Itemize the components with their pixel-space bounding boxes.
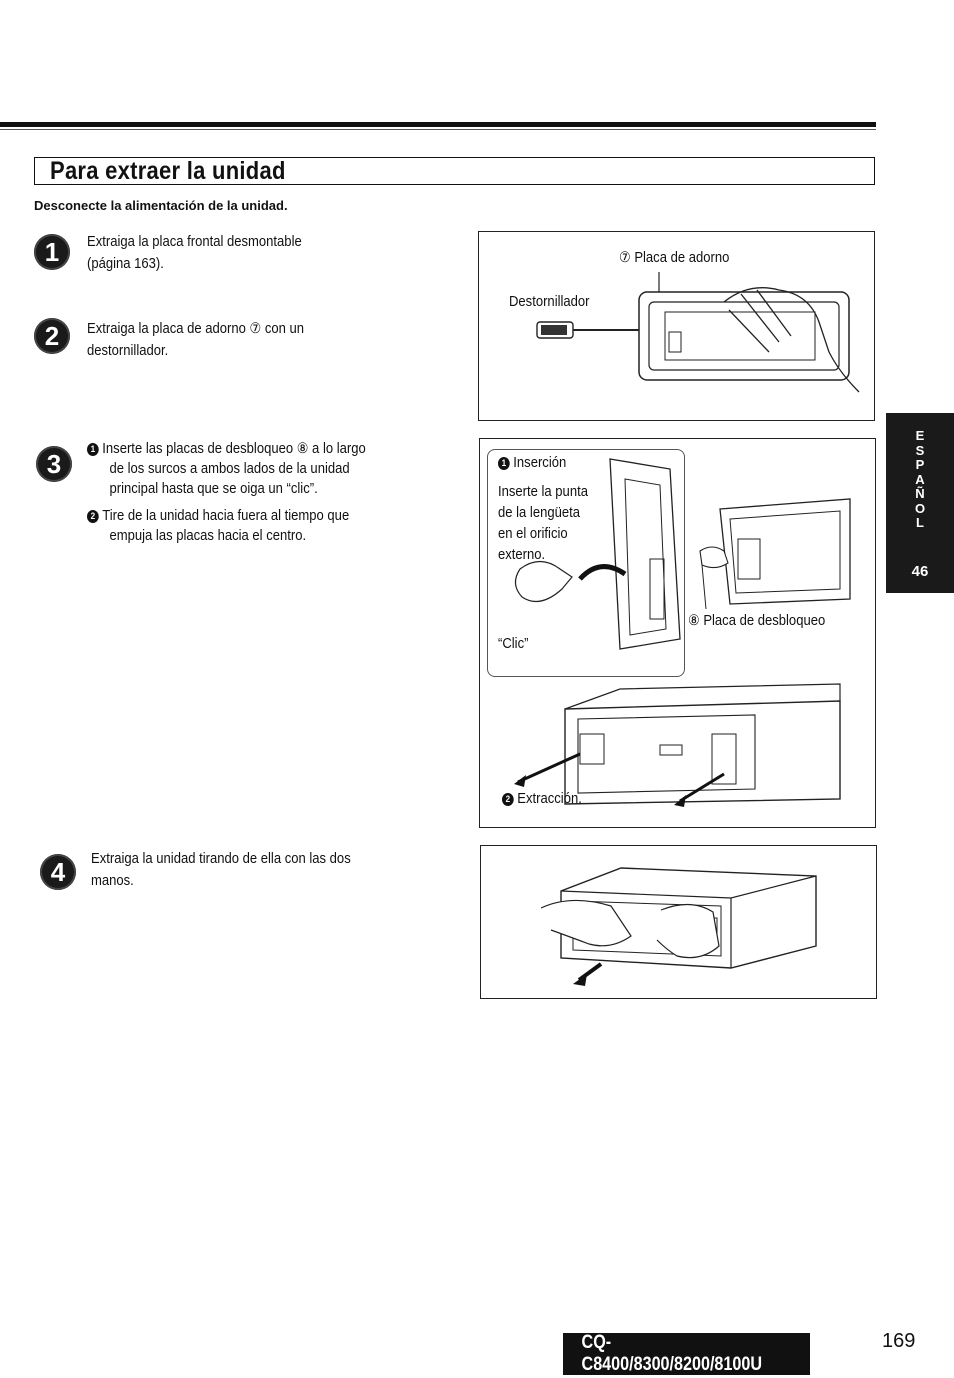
step-1-icon: 1 bbox=[34, 234, 70, 270]
insertion-line-1: Inserte la punta bbox=[498, 484, 588, 500]
step-1-line-1: Extraiga la placa frontal desmontable bbox=[87, 234, 302, 250]
header-rule-thin bbox=[0, 129, 876, 130]
figure-pull-unit-drawing bbox=[540, 867, 817, 986]
title-frame bbox=[34, 157, 875, 185]
step-4-line-2: manos. bbox=[91, 873, 134, 889]
step-2-text: Extraiga la placa de adorno ⑦ con un des… bbox=[87, 318, 304, 362]
extraction-mark: 2 bbox=[502, 793, 514, 806]
sub-a-line-1: Inserte las placas de desbloqueo ⑧ a lo … bbox=[102, 441, 366, 457]
page-number: 169 bbox=[882, 1330, 916, 1352]
click-label: “Clic” bbox=[498, 636, 529, 652]
step-4-text: Extraiga la unidad tirando de ella con l… bbox=[91, 848, 351, 892]
figure-pull-unit bbox=[480, 845, 877, 999]
insertion-mark: 1 bbox=[498, 457, 510, 470]
language-letters: E S P A Ñ O L bbox=[886, 413, 954, 531]
figure-release-plates-drawing bbox=[514, 458, 851, 807]
trim-plate-label: ⑦ Placa de adorno bbox=[619, 250, 730, 266]
step-2-line-2: destornillador. bbox=[87, 343, 169, 359]
model-number-badge: CQ-C8400/8300/8200/8100U bbox=[563, 1332, 810, 1375]
step-2-icon: 2 bbox=[34, 318, 70, 354]
tab-letter-s: S bbox=[915, 442, 925, 458]
sub-a-line-2: de los surcos a ambos lados de la unidad bbox=[109, 461, 350, 477]
step-4-icon: 4 bbox=[40, 854, 76, 890]
figure-trim-plate: ⑦ Placa de adorno Destornillador bbox=[478, 231, 875, 421]
step-4-line-1: Extraiga la unidad tirando de ella con l… bbox=[91, 851, 351, 867]
sub-a-mark: 1 bbox=[87, 443, 99, 456]
tab-letter-e: E bbox=[915, 428, 925, 443]
insertion-instructions: Inserte la punta de la lengüeta en el or… bbox=[498, 482, 588, 566]
tab-letter-n: Ñ bbox=[915, 486, 925, 501]
sub-a-line-3: principal hasta que se oiga un “clic”. bbox=[109, 481, 318, 497]
step-2-line-1: Extraiga la placa de adorno ⑦ con un bbox=[87, 321, 305, 337]
tab-letter-o: O bbox=[914, 500, 926, 516]
page-title: Para extraer la unidad bbox=[50, 157, 286, 185]
insertion-line-3: en el orificio bbox=[498, 526, 568, 542]
step-3-icon: 3 bbox=[36, 446, 72, 482]
sub-b-mark: 2 bbox=[87, 510, 99, 523]
model-number: CQ-C8400/8300/8200/8100U bbox=[581, 1332, 763, 1375]
tab-letter-l: L bbox=[916, 515, 924, 530]
step-1-text: Extraiga la placa frontal desmontable (p… bbox=[87, 231, 302, 275]
insertion-title-text: Inserción bbox=[513, 455, 567, 471]
insertion-line-2: de la lengüeta bbox=[498, 505, 580, 521]
sub-b-line-1: Tire de la unidad hacia fuera al tiempo … bbox=[102, 508, 350, 524]
language-side-tab: E S P A Ñ O L 46 bbox=[886, 413, 954, 593]
header-rule bbox=[0, 122, 876, 127]
tab-letter-a: A bbox=[915, 471, 925, 487]
sub-b-line-2: empuja las placas hacia el centro. bbox=[109, 528, 307, 544]
figure-trim-plate-drawing bbox=[536, 272, 860, 393]
screwdriver-label: Destornillador bbox=[509, 294, 590, 310]
step-1-line-2: (página 163). bbox=[87, 256, 164, 272]
tab-letter-p: P bbox=[915, 457, 925, 472]
release-plate-label: ⑧ Placa de desbloqueo bbox=[688, 613, 826, 629]
section-page-number: 46 bbox=[911, 563, 929, 580]
extraction-label-text: Extracción. bbox=[517, 791, 582, 807]
insertion-inset bbox=[487, 449, 685, 677]
insertion-line-4: externo. bbox=[498, 547, 546, 563]
page-subtitle: Desconecte la alimentación de la unidad. bbox=[34, 198, 288, 213]
